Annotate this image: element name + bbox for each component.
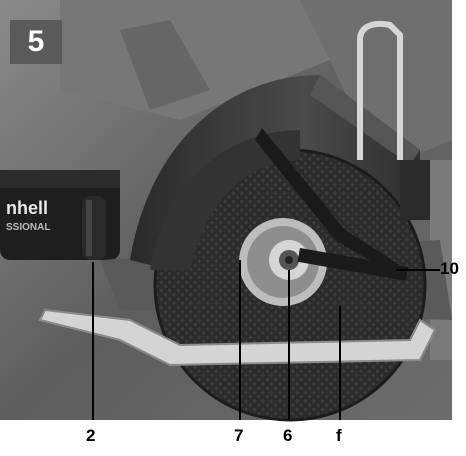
brand-subtext: SSIONAL xyxy=(6,222,51,233)
wire-bracket xyxy=(357,20,403,160)
callout-f: f xyxy=(336,426,342,445)
guide-rail xyxy=(38,308,437,367)
callout-6: 6 xyxy=(283,426,293,445)
blade-guard xyxy=(130,75,420,270)
figure-number: 5 xyxy=(10,20,62,64)
callout-10: 10 xyxy=(440,259,459,278)
locking-knob xyxy=(82,196,106,260)
callout-7: 7 xyxy=(234,426,244,445)
callout-2: 2 xyxy=(86,426,96,445)
brand-text: nhell xyxy=(6,198,49,218)
hex-key xyxy=(255,128,400,275)
